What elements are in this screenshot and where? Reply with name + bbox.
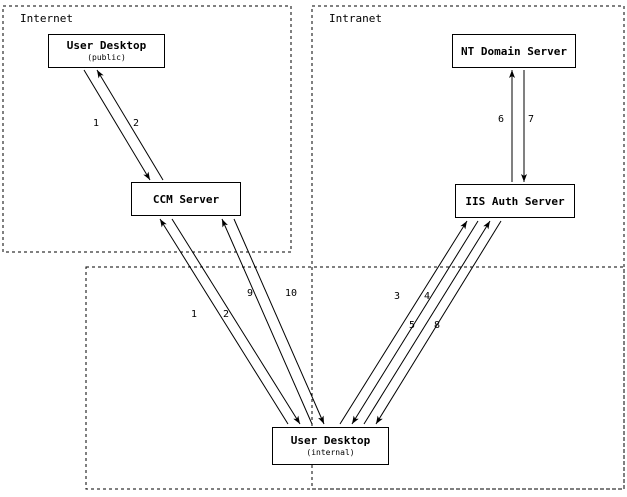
node-title-iis-auth-server: IIS Auth Server [465, 194, 565, 208]
edge-label-edge-6: 6 [498, 114, 505, 125]
node-user-desktop-internal[interactable]: User Desktop(internal) [272, 427, 389, 465]
edge-label-edge-1-public: 1 [93, 118, 100, 129]
node-title-user-desktop-internal: User Desktop [290, 434, 371, 447]
node-nt-domain-server[interactable]: NT Domain Server [452, 34, 576, 68]
connector-edge-9 [221, 218, 313, 425]
node-user-desktop-public[interactable]: User Desktop(public) [48, 34, 165, 68]
edge-label-edge-1-internal: 1 [191, 309, 198, 320]
node-title-ccm-server: CCM Server [152, 192, 220, 206]
node-title-user-desktop-public: User Desktop [66, 39, 147, 52]
edge-label-edge-3: 3 [394, 291, 401, 302]
zone-label-internet: Internet [20, 12, 73, 25]
connector-edge-2-internal [171, 218, 301, 425]
node-subtitle-user-desktop-internal: (internal) [306, 448, 355, 457]
zone-boundary-intranet [311, 5, 625, 490]
node-subtitle-user-desktop-public: (public) [87, 53, 126, 62]
edge-label-edge-8: 8 [434, 320, 441, 331]
edge-label-edge-7: 7 [528, 114, 535, 125]
edge-label-edge-10: 10 [285, 288, 298, 299]
zone-boundary-internet [2, 5, 292, 253]
edge-label-edge-5: 5 [409, 320, 416, 331]
edge-label-edge-4: 4 [424, 291, 431, 302]
node-title-nt-domain-server: NT Domain Server [461, 44, 567, 58]
connector-edge-3 [339, 220, 468, 425]
node-iis-auth-server[interactable]: IIS Auth Server [455, 184, 575, 218]
connector-edge-8 [375, 220, 502, 425]
node-ccm-server[interactable]: CCM Server [131, 182, 241, 216]
connector-edge-2-public [96, 69, 164, 181]
connector-edge-1-public [83, 69, 151, 181]
connector-edge-5 [363, 220, 491, 425]
connector-edge-1-internal [159, 218, 289, 425]
edge-label-edge-9: 9 [247, 288, 254, 299]
zone-label-intranet: Intranet [329, 12, 382, 25]
edge-label-edge-2-internal: 2 [223, 309, 230, 320]
connector-edge-10 [233, 218, 325, 425]
edge-label-edge-2-public: 2 [133, 118, 140, 129]
connector-edge-4 [351, 220, 479, 425]
zone-boundary-internal [85, 266, 625, 490]
